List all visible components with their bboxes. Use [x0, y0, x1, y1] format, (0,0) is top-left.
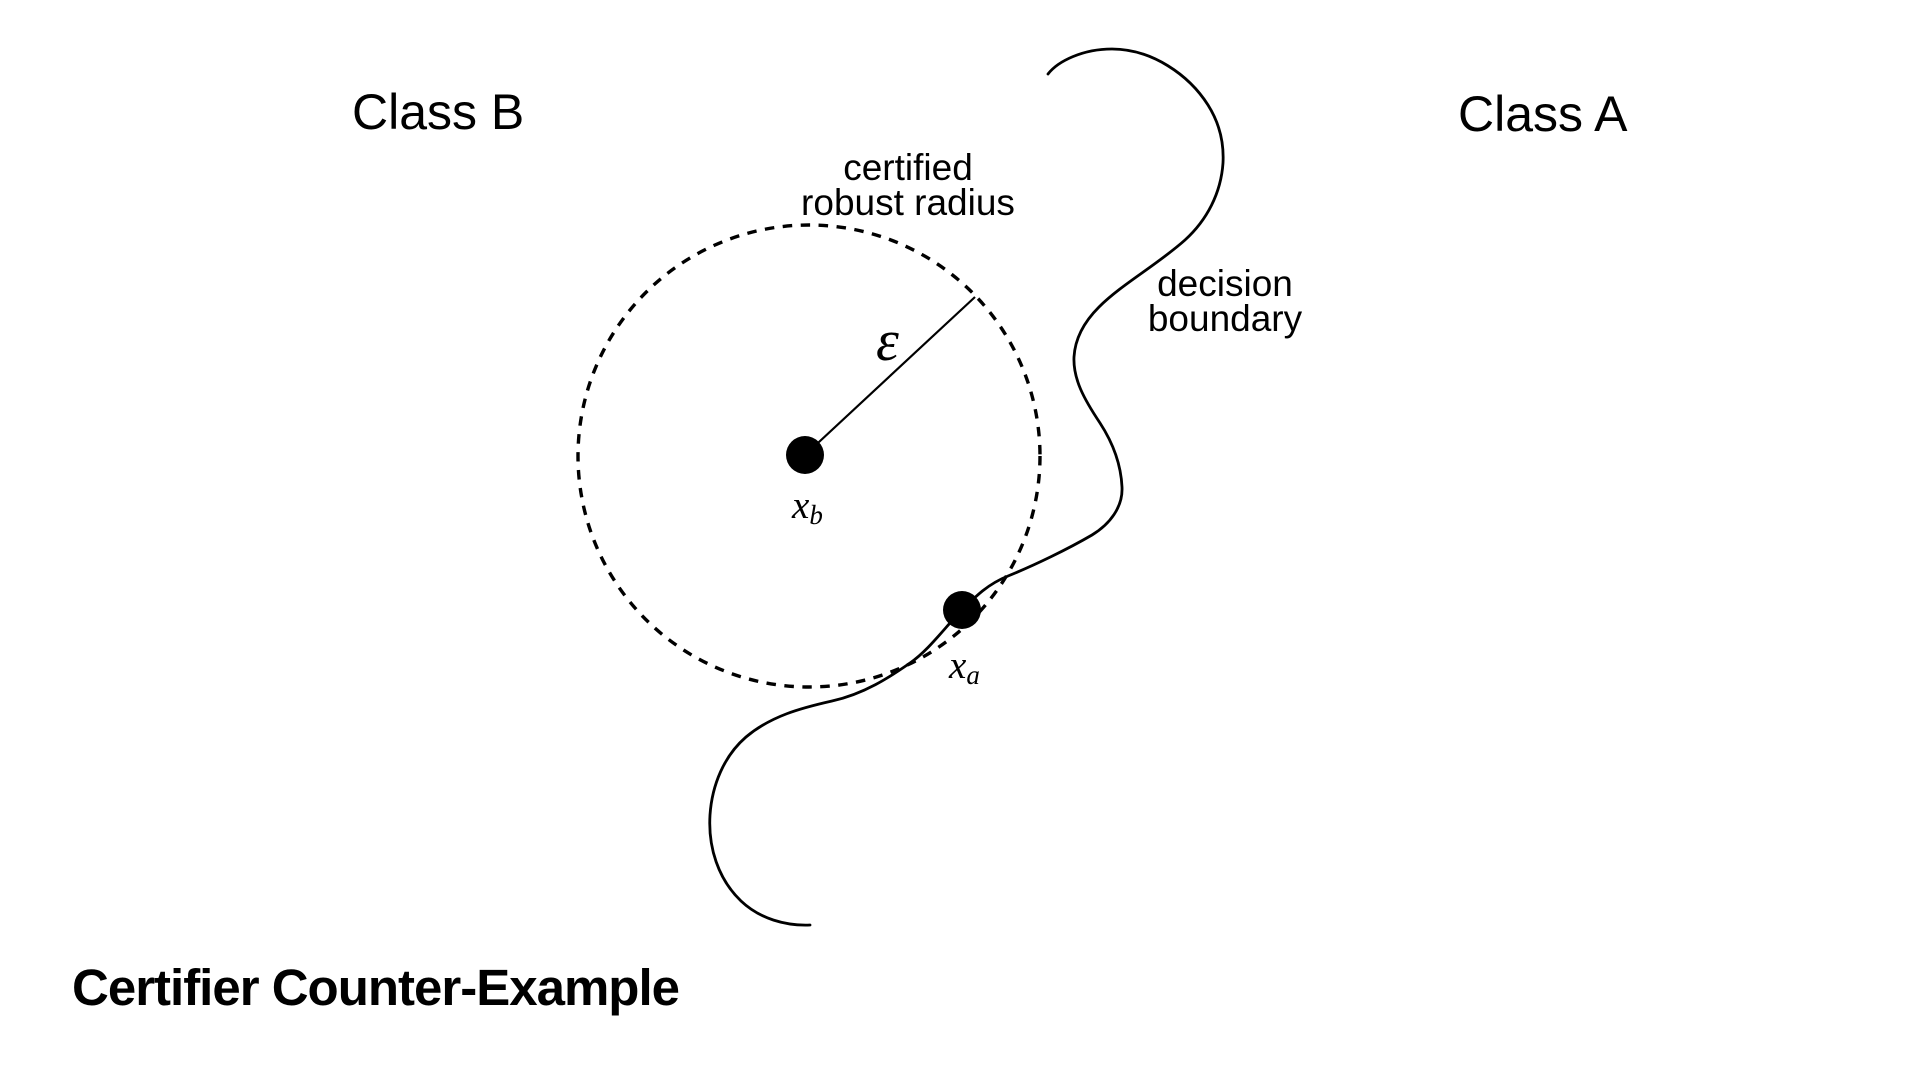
- certified-radius-caption: certified robust radius: [708, 147, 1108, 223]
- certified-radius-caption-line2: robust radius: [801, 182, 1015, 223]
- diagram-title: Certifier Counter-Example: [72, 959, 680, 1016]
- decision-boundary-caption-line2: boundary: [1147, 298, 1303, 339]
- radius-line: [804, 296, 976, 456]
- certified-radius-circle: [576, 223, 1042, 689]
- point-xb-label: xb: [792, 484, 823, 528]
- decision-boundary-caption-line1: decision: [1157, 263, 1293, 304]
- class-a-label: Class A: [1458, 86, 1628, 142]
- point-xa-subscript: a: [966, 659, 980, 690]
- class-b-label: Class B: [352, 84, 525, 140]
- certified-radius-caption-line1: certified: [843, 147, 973, 188]
- point-xb-dot: [786, 436, 824, 474]
- epsilon-label: ε: [876, 308, 899, 373]
- point-xa-label: xa: [949, 644, 980, 688]
- point-xb-base: x: [792, 484, 810, 527]
- point-xa-dot: [943, 591, 981, 629]
- decision-boundary-caption: decision boundary: [1075, 263, 1375, 339]
- point-xa-base: x: [949, 644, 967, 687]
- decision-boundary-curve: [708, 47, 1225, 927]
- point-xb-subscript: b: [809, 499, 823, 530]
